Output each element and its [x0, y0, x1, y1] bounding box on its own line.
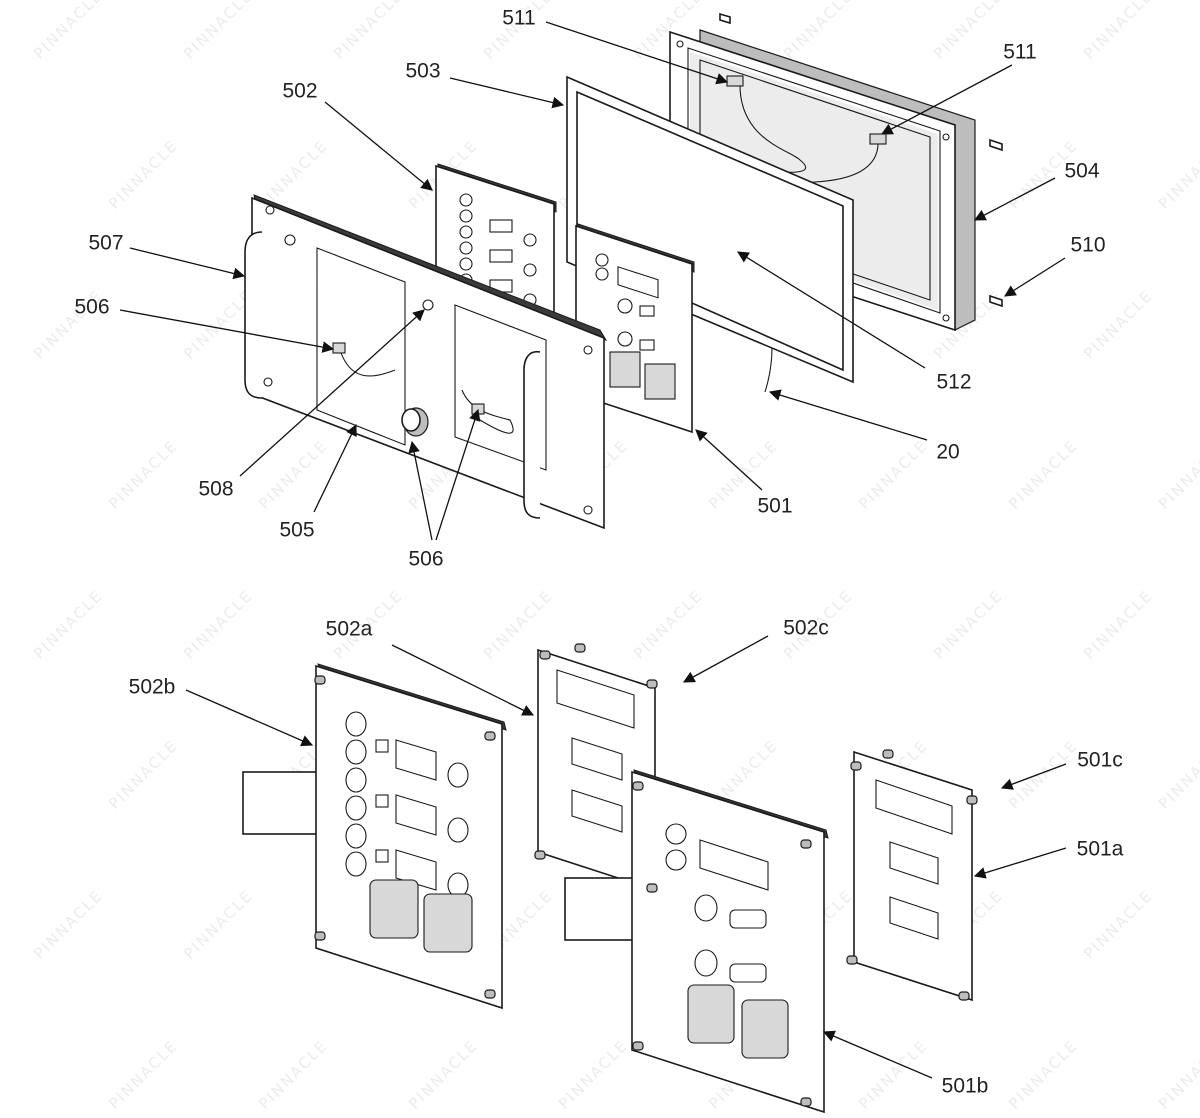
- watermark-text: PINNACLE: [105, 736, 182, 813]
- callout-label-20: 20: [936, 441, 959, 464]
- watermark-text: PINNACLE: [255, 1036, 332, 1113]
- callout-label-501c: 501c: [1077, 749, 1123, 772]
- watermark-text: PINNACLE: [1005, 1036, 1082, 1113]
- watermark-text: PINNACLE: [1080, 586, 1157, 663]
- callout-label-512: 512: [936, 371, 971, 394]
- watermark-text: PINNACLE: [1155, 436, 1200, 513]
- callout-label-501a: 501a: [1077, 838, 1124, 861]
- watermark-text: PINNACLE: [105, 1036, 182, 1113]
- watermark-text: PINNACLE: [30, 0, 107, 63]
- screw-510: [719, 12, 1003, 308]
- watermark-text: PINNACLE: [1080, 286, 1157, 363]
- callout-label-501: 501: [757, 495, 792, 518]
- callout-label-502: 502: [282, 80, 317, 103]
- callout-label-511: 511: [502, 7, 535, 30]
- part-501b-panel: [564, 769, 829, 1114]
- callout-label-508: 508: [198, 478, 233, 501]
- callout-label-502a: 502a: [326, 618, 373, 641]
- watermark-text: PINNACLE: [1155, 136, 1200, 213]
- callout-label-511: 511: [1003, 41, 1036, 64]
- watermark-text: PINNACLE: [1155, 736, 1200, 813]
- watermark-text: PINNACLE: [930, 586, 1007, 663]
- watermark-text: PINNACLE: [855, 436, 932, 513]
- watermark-text: PINNACLE: [180, 586, 257, 663]
- callout-label-503: 503: [405, 60, 440, 83]
- callout-label-505: 505: [279, 519, 314, 542]
- watermark-text: PINNACLE: [780, 0, 857, 63]
- callout-label-501b: 501b: [942, 1075, 989, 1098]
- part-503-gasket: [566, 75, 854, 384]
- mounting-studs: [314, 643, 978, 1107]
- watermark-text: PINNACLE: [105, 136, 182, 213]
- part-501-panel: [575, 223, 695, 434]
- callout-leaders: [119, 21, 1067, 1079]
- callout-labels: 511 511 503 502 504 507 510 506 512 20 508 501 505 50…: [74, 7, 1123, 1098]
- watermark-text: PINNACLE: [105, 436, 182, 513]
- watermark-text: PINNACLE: [30, 586, 107, 663]
- watermark-text: PINNACLE: [1155, 1036, 1200, 1113]
- callout-label-507: 507: [88, 232, 123, 255]
- callout-label-502b: 502b: [129, 676, 176, 699]
- watermark-text: PINNACLE: [1080, 886, 1157, 963]
- callout-label-504: 504: [1064, 160, 1099, 183]
- watermark-text: PINNACLE: [330, 0, 407, 63]
- watermark-text: PINNACLE: [1005, 436, 1082, 513]
- callout-label-510: 510: [1070, 234, 1105, 257]
- callout-label-506: 506: [408, 548, 443, 571]
- callout-label-506: 506: [74, 296, 109, 319]
- watermark-text: PINNACLE: [630, 586, 707, 663]
- watermark-text: PINNACLE: [1005, 736, 1082, 813]
- part-507-handle: [244, 231, 541, 519]
- watermark-text: PINNACLE: [255, 436, 332, 513]
- callout-label-502c: 502c: [783, 617, 829, 640]
- watermark-text: PINNACLE: [930, 0, 1007, 63]
- watermark-text: PINNACLE: [1080, 0, 1157, 63]
- watermark-text: PINNACLE: [30, 886, 107, 963]
- part-502b-panel: [242, 663, 507, 1010]
- watermark-text: PINNACLE: [405, 1036, 482, 1113]
- watermark-text: PINNACLE: [555, 1036, 632, 1113]
- part-501a-frame: [853, 750, 973, 1002]
- watermark-text: PINNACLE: [180, 0, 257, 63]
- watermark-text: PINNACLE: [855, 1036, 932, 1113]
- watermark-text: PINNACLE: [180, 886, 257, 963]
- part-505-front-plate: [251, 194, 608, 530]
